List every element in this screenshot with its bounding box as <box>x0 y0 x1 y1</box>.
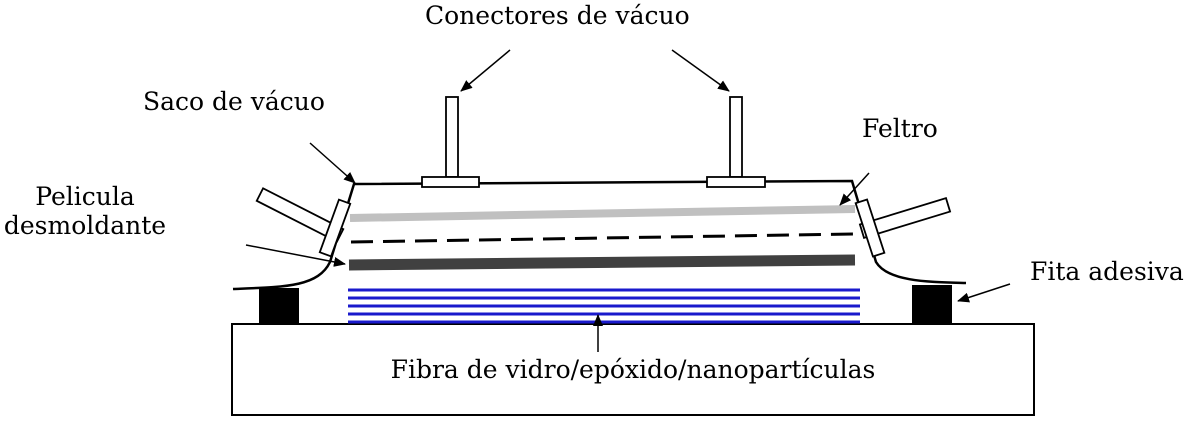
label-felt: Feltro <box>862 114 938 143</box>
mould-base <box>231 323 1035 416</box>
arrow-adhesive-tape <box>957 283 1011 303</box>
label-vacuum-connectors: Conectores de vácuo <box>425 1 690 30</box>
release-film-layer <box>348 254 856 271</box>
laminate-layers <box>348 288 860 324</box>
felt-layer <box>349 205 856 222</box>
side-clip-left <box>255 187 352 258</box>
vacuum-connector-right <box>706 96 766 188</box>
adhesive-tape-left <box>259 288 299 324</box>
side-clip-right <box>854 197 952 258</box>
perforated-film-layer <box>350 232 856 244</box>
adhesive-tape-right <box>912 285 952 324</box>
arrow-vacuum-bag <box>309 142 356 184</box>
vacuum-bag-outline <box>232 179 967 291</box>
label-release-film: Pelicula desmoldante <box>0 182 170 241</box>
arrow-felt <box>839 172 870 206</box>
label-vacuum-bag: Saco de vácuo <box>143 87 325 116</box>
leader-arrows <box>245 49 1011 352</box>
vacuum-connector-left <box>421 96 480 188</box>
label-laminate: Fibra de vidro/epóxido/nanopartículas <box>390 355 876 384</box>
label-adhesive-tape: Fita adesiva <box>1030 257 1184 286</box>
label-release-film-line1: Pelicula <box>35 182 135 211</box>
label-release-film-line2: desmoldante <box>3 210 167 240</box>
arrow-connector-right <box>671 49 730 92</box>
arrow-connector-left <box>460 49 511 92</box>
arrow-release-film <box>245 244 346 267</box>
